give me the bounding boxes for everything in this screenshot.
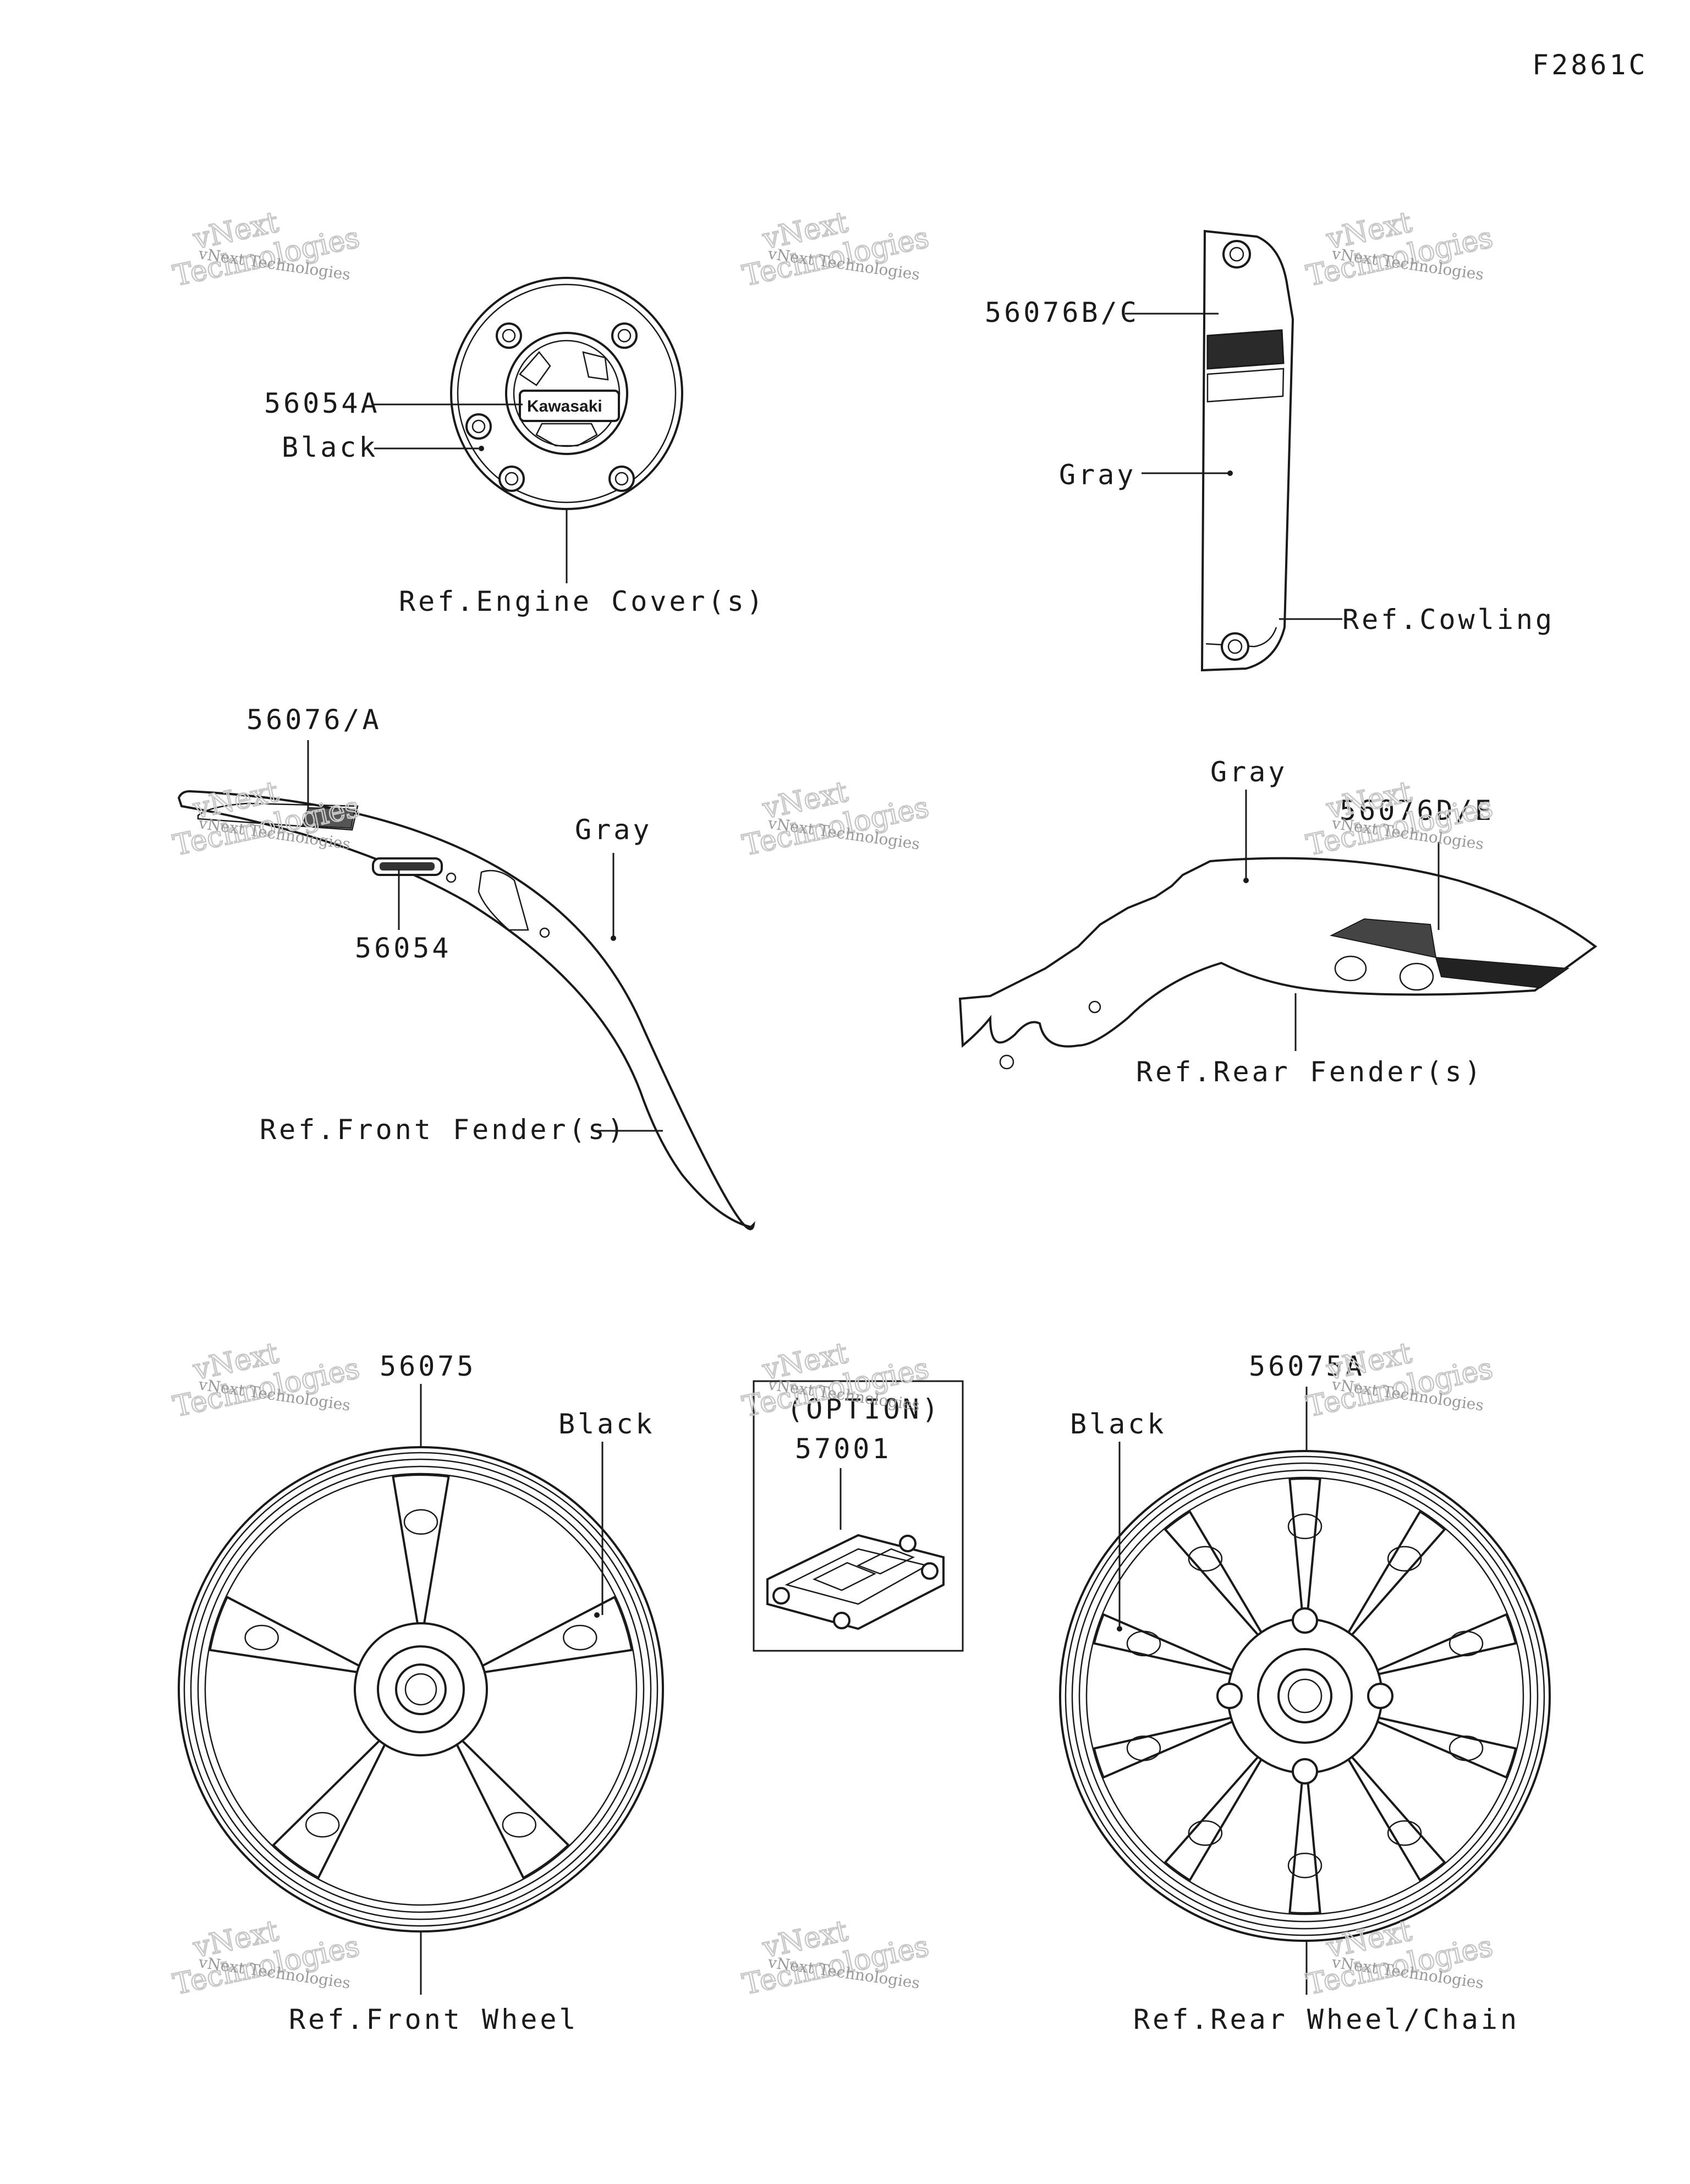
engine-cover-color-label: Black xyxy=(282,431,378,463)
front-wheel-spoke xyxy=(392,1474,450,1628)
front-wheel-spoke xyxy=(208,1595,363,1674)
front-wheel-ref-label: Ref.Front Wheel xyxy=(289,2004,579,2035)
front-wheel-spoke-window xyxy=(502,1811,537,1838)
rear-wheel-spoke-window xyxy=(1287,1852,1323,1879)
front-wheel-color-label: Black xyxy=(558,1408,655,1440)
rear-fender-ref-label: Ref.Rear Fender(s) xyxy=(1136,1056,1484,1088)
rear-wheel-spoke xyxy=(1373,1613,1517,1676)
rear-wheel-spoke xyxy=(1373,1716,1517,1779)
rear-wheel-spoke xyxy=(1346,1753,1446,1882)
front-fender-part2-label: 56054 xyxy=(355,932,452,964)
rear-wheel-spoke-window xyxy=(1126,1735,1161,1761)
front-fender-ref-label: Ref.Front Fender(s) xyxy=(260,1114,627,1146)
rear-wheel-ref-label: Ref.Rear Wheel/Chain xyxy=(1133,2004,1519,2035)
option-box xyxy=(753,1380,964,1652)
front-wheel-spoke-window xyxy=(244,1624,279,1651)
rear-wheel-spoke-window xyxy=(1188,1546,1223,1572)
rear-wheel-spoke xyxy=(1164,1753,1264,1882)
front-wheel-spoke xyxy=(479,1595,633,1674)
front-wheel-spoke xyxy=(454,1737,570,1880)
front-wheel-drawing xyxy=(178,1446,664,1933)
rear-wheel-part-label: 56075A xyxy=(1249,1350,1365,1382)
rear-wheel-color-label: Black xyxy=(1070,1408,1167,1440)
kawasaki-logo: Kawasaki xyxy=(527,397,602,415)
option-box-part-label: 57001 xyxy=(795,1433,892,1465)
figure-code: F2861C xyxy=(1532,49,1648,81)
front-wheel-part-label: 56075 xyxy=(380,1350,476,1382)
front-wheel-spoke-window xyxy=(403,1509,438,1535)
front-wheel-spoke xyxy=(271,1737,388,1880)
rear-wheel-spoke-window xyxy=(1387,1820,1422,1846)
rear-wheel-spoke-window xyxy=(1126,1630,1161,1657)
cowling-part-label: 56076B/C xyxy=(985,297,1139,329)
rear-wheel-spoke xyxy=(1288,1769,1321,1914)
front-fender-drawing xyxy=(177,790,755,1230)
front-wheel-spoke-window xyxy=(305,1811,340,1838)
engine-cover-drawing: Kawasaki xyxy=(450,277,683,510)
rear-wheel-spoke xyxy=(1164,1510,1264,1639)
engine-cover-ref-label: Ref.Engine Cover(s) xyxy=(399,585,766,617)
cowling-color-label: Gray xyxy=(1059,459,1136,491)
engine-cover-part-label: 56054A xyxy=(264,387,380,419)
rear-wheel-spoke xyxy=(1093,1716,1237,1779)
cowling-ref-label: Ref.Cowling xyxy=(1342,604,1555,636)
rear-wheel-spoke-window xyxy=(1448,1735,1484,1761)
rear-wheel-spoke-window xyxy=(1387,1546,1422,1572)
option-box-title: (OPTION) xyxy=(787,1393,941,1425)
rear-wheel-spoke xyxy=(1346,1510,1446,1639)
cowling-drawing xyxy=(1200,229,1294,672)
rear-fender-color-label: Gray xyxy=(1210,756,1287,788)
rear-wheel-spoke xyxy=(1093,1613,1237,1676)
rear-wheel-spoke xyxy=(1288,1477,1321,1623)
rear-wheel-spoke-window xyxy=(1448,1630,1484,1657)
front-fender-color-label: Gray xyxy=(575,814,652,846)
front-fender-part-label: 56076/A xyxy=(246,704,382,736)
rear-wheel-spoke-window xyxy=(1287,1513,1323,1540)
rear-fender-drawing xyxy=(958,857,1598,1070)
rear-wheel-drawing xyxy=(1059,1450,1551,1942)
front-wheel-spoke-window xyxy=(563,1624,597,1651)
rear-fender-part-label: 56076D/E xyxy=(1340,795,1494,826)
rear-wheel-spoke-window xyxy=(1188,1820,1223,1846)
